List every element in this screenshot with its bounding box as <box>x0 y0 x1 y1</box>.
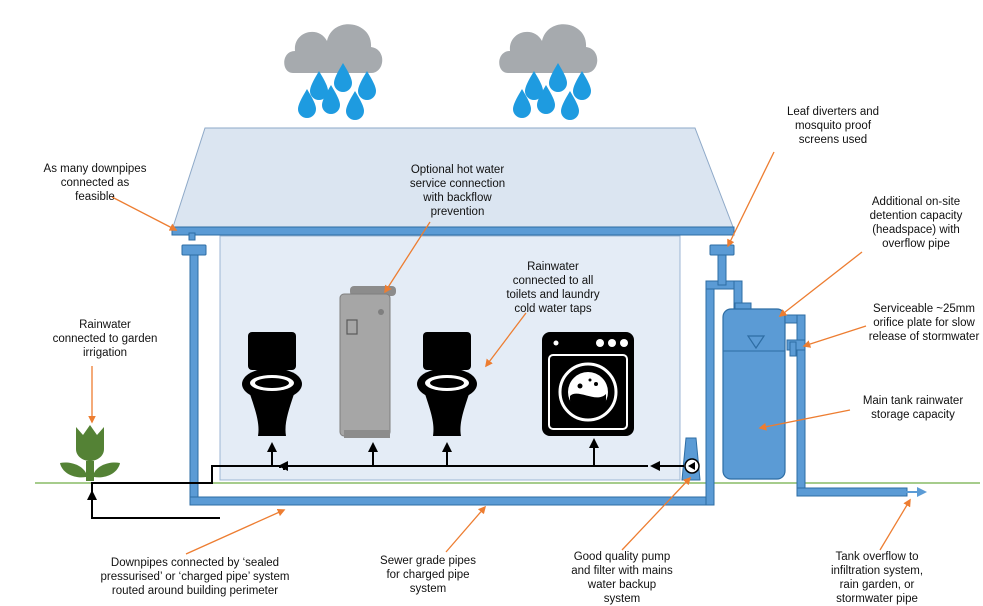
toilet-icon <box>242 332 302 436</box>
overflow-pipe <box>784 314 927 497</box>
toilet-icon <box>417 332 477 436</box>
label-orifice-plate: Serviceable ~25mm orifice plate for slow… <box>868 303 980 343</box>
label-garden-irrigation: Rainwater connected to garden irrigation <box>52 319 158 359</box>
charged-pipe-system <box>181 244 743 506</box>
callout-arrows <box>88 151 911 555</box>
rain-cloud-icon <box>499 24 598 120</box>
label-sewer-pipes: Sewer grade pipes for charged pipe syste… <box>380 555 476 595</box>
hot-water-cylinder-icon <box>339 286 396 438</box>
gutter <box>171 226 735 236</box>
rain-cloud-icon <box>284 24 383 120</box>
label-pump-filter: Good quality pump and filter with mains … <box>571 551 673 605</box>
label-onsite-detention: Additional on-site detention capacity (h… <box>869 196 963 250</box>
label-downpipes-many: As many downpipes connected as feasible <box>43 163 147 203</box>
plant-icon <box>60 425 120 481</box>
water-tank-icon <box>722 302 786 480</box>
label-rainwater-connected: Rainwater connected to all toilets and l… <box>506 261 600 315</box>
label-hot-water: Optional hot water service connection wi… <box>409 164 506 218</box>
washing-machine-icon <box>542 332 634 436</box>
pump-icon <box>681 437 701 481</box>
label-tank-overflow: Tank overflow to infiltration system, ra… <box>830 551 924 605</box>
label-leaf-diverters: Leaf diverters and mosquito proof screen… <box>786 106 880 146</box>
label-main-tank: Main tank rainwater storage capacity <box>862 395 964 421</box>
label-downpipes-sealed: Downpipes connected by ‘sealed pressuris… <box>100 557 290 597</box>
